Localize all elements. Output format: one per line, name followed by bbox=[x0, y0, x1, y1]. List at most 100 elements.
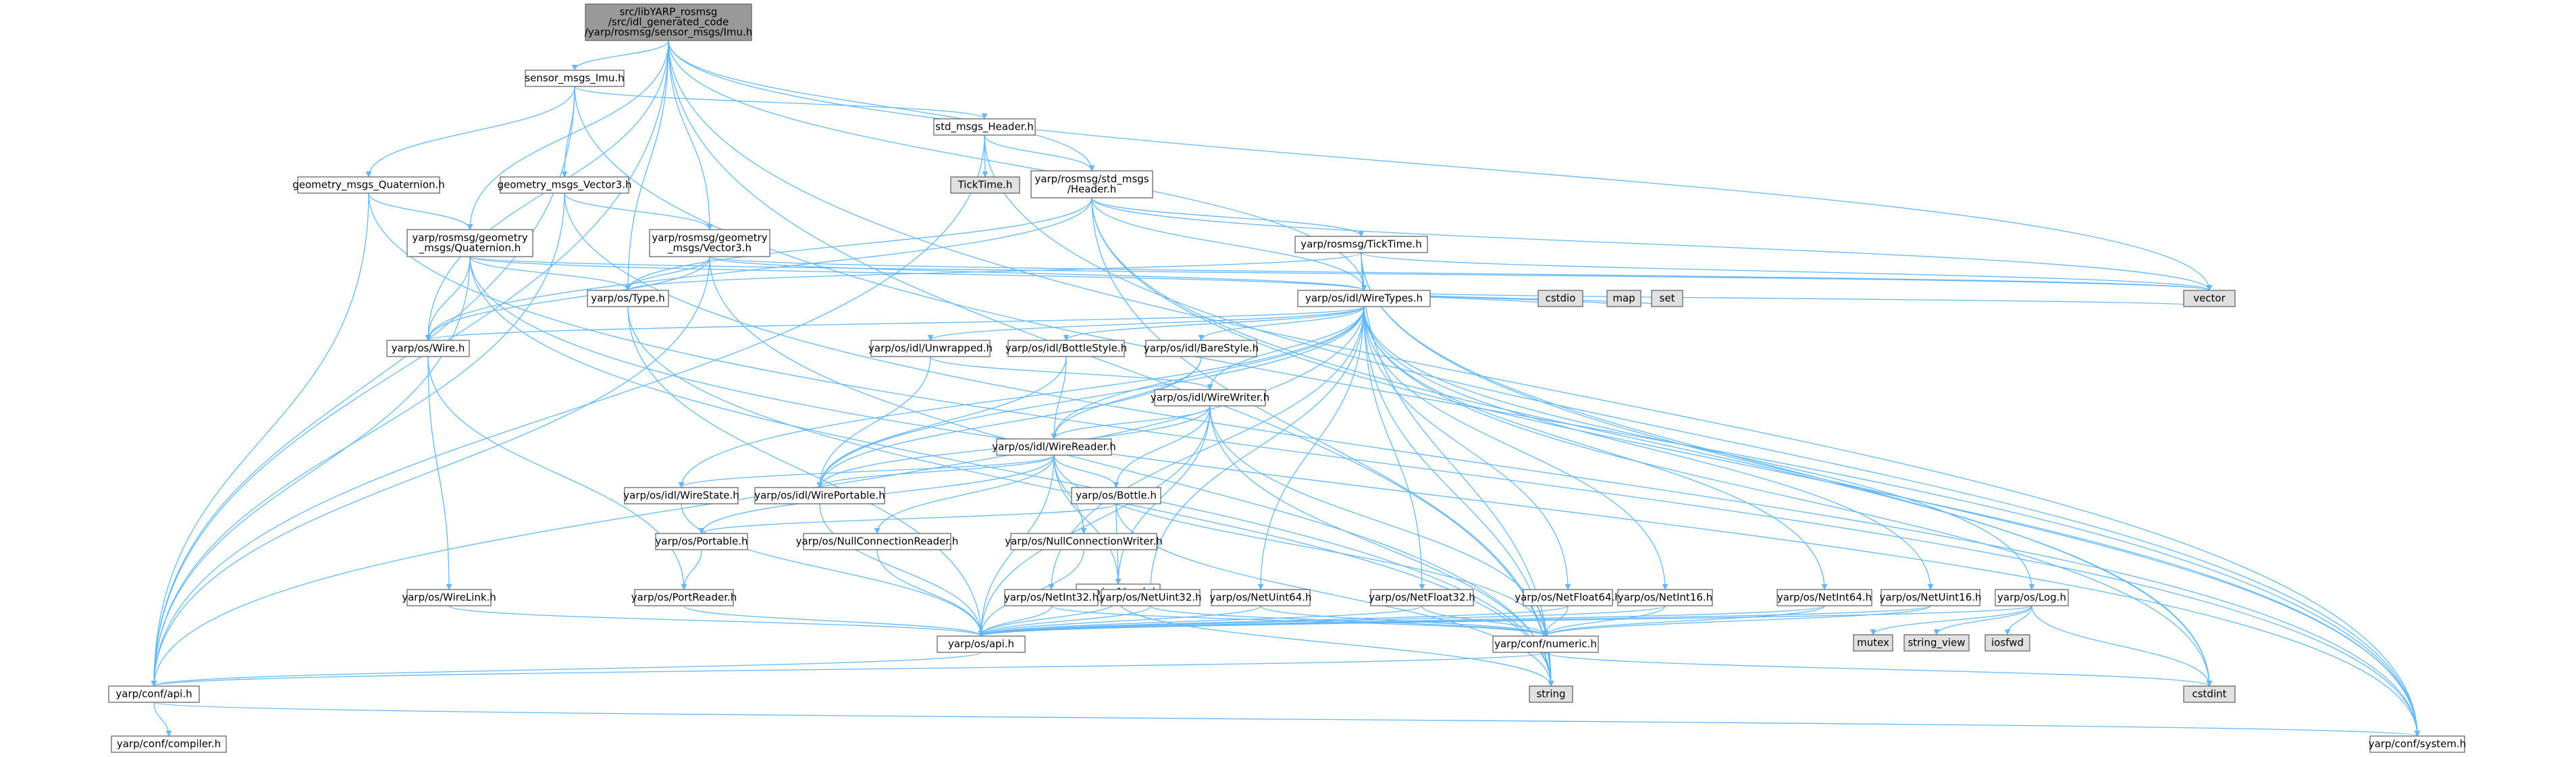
node-os_idl_barestyle[interactable]: yarp/os/idl/BareStyle.h bbox=[1144, 340, 1259, 357]
node-os_api[interactable]: yarp/os/api.h bbox=[937, 635, 1026, 653]
node-os_type[interactable]: yarp/os/Type.h bbox=[587, 290, 669, 307]
edge-os_netuint64-to-os_api bbox=[978, 605, 1261, 637]
node-label: yarp/os/idl/Unwrapped.h bbox=[868, 342, 993, 355]
node-box bbox=[2183, 685, 2236, 703]
edge-conf_api-to-conf_system bbox=[153, 702, 2420, 737]
edge-rosmsg_std_msgs_header-to-os_type bbox=[625, 197, 1093, 291]
node-box bbox=[406, 589, 492, 606]
edge-rosmsg_geometry_vector3-to-os_type bbox=[625, 256, 710, 291]
node-box bbox=[1030, 170, 1153, 199]
node-os_wire[interactable]: yarp/os/Wire.h bbox=[386, 340, 470, 357]
edge-os_idl_wiretypes-to-os_netint64 bbox=[1363, 306, 1828, 590]
edge-conf_api-to-conf_compiler bbox=[153, 702, 172, 737]
edge-os_netuint32-to-os_api bbox=[978, 605, 1151, 637]
edge-os_idl_wiretypes-to-os_idl_wireportable bbox=[816, 306, 1365, 488]
node-label: yarp/os/NetFloat32.h bbox=[1369, 592, 1475, 604]
node-os_bottle[interactable]: yarp/os/Bottle.h bbox=[1071, 487, 1161, 504]
node-os_netint32[interactable]: yarp/os/NetInt32.h bbox=[1004, 589, 1099, 606]
edge-rosmsg_std_msgs_header-to-rosmsg_ticktime bbox=[1091, 197, 1365, 237]
node-os_nullconnectionwriter[interactable]: yarp/os/NullConnectionWriter.h bbox=[1005, 533, 1163, 550]
node-box bbox=[754, 487, 885, 504]
node-os_netuint64[interactable]: yarp/os/NetUint64.h bbox=[1209, 589, 1312, 606]
edge-rosmsg_geometry_vector3-to-vector bbox=[709, 256, 2212, 291]
nodes-layer: src/libYARP_rosmsg/src/idl_generated_cod… bbox=[108, 3, 2467, 753]
node-box bbox=[297, 176, 440, 194]
node-os_idl_wirereader[interactable]: yarp/os/idl/WireReader.h bbox=[992, 438, 1116, 456]
node-box bbox=[1881, 589, 1980, 606]
edge-os_log-to-iosfwd bbox=[2004, 605, 2032, 635]
node-box bbox=[386, 340, 470, 357]
node-conf_numeric[interactable]: yarp/conf/numeric.h bbox=[1492, 635, 1599, 653]
node-box bbox=[1101, 589, 1201, 606]
node-os_idl_unwrapped[interactable]: yarp/os/idl/Unwrapped.h bbox=[868, 340, 993, 357]
node-conf_system[interactable]: yarp/conf/system.h bbox=[2369, 735, 2467, 753]
node-conf_compiler[interactable]: yarp/conf/compiler.h bbox=[111, 735, 227, 753]
node-box bbox=[2369, 735, 2465, 753]
node-os_portreader[interactable]: yarp/os/PortReader.h bbox=[631, 589, 737, 606]
node-os_netfloat64[interactable]: yarp/os/NetFloat64.h bbox=[1515, 589, 1621, 606]
edge-os_idl_wirereader-to-os_bottle bbox=[1053, 454, 1120, 488]
edge-conf_numeric-to-string bbox=[1545, 652, 1554, 687]
node-label: _msgs/Quaternion.h bbox=[419, 242, 521, 255]
edge-std_msgs_header-to-conf_system bbox=[984, 134, 2421, 737]
node-os_netuint16[interactable]: yarp/os/NetUint16.h bbox=[1879, 589, 1982, 606]
node-os_idl_wirewriter[interactable]: yarp/os/idl/WireWriter.h bbox=[1151, 389, 1269, 407]
edge-os_portable-to-os_portreader bbox=[681, 549, 702, 590]
node-box bbox=[2183, 290, 2236, 307]
edge-sensor_msgs_imu-to-geometry_msgs_vector3 bbox=[561, 86, 575, 178]
edge-std_msgs_header-to-conf_api bbox=[151, 134, 985, 687]
node-label: TickTime.h bbox=[957, 179, 1013, 191]
edge-rosmsg_ticktime-to-conf_system bbox=[1361, 252, 2421, 737]
edge-rosmsg_geometry_quaternion-to-string bbox=[469, 256, 1554, 687]
node-rosmsg_geometry_vector3[interactable]: yarp/rosmsg/geometry_msgs/Vector3.h bbox=[649, 229, 770, 257]
edge-rosmsg_std_msgs_header-to-string bbox=[1091, 197, 1554, 687]
node-os_idl_bottlestyle[interactable]: yarp/os/idl/BottleStyle.h bbox=[1005, 340, 1127, 357]
edge-os_log-to-os_api bbox=[978, 605, 2032, 637]
edge-os_idl_wireportable-to-os_api bbox=[819, 503, 984, 637]
node-label: cstdint bbox=[2192, 688, 2226, 700]
node-os_idl_wireportable[interactable]: yarp/os/idl/WirePortable.h bbox=[754, 487, 885, 504]
node-box bbox=[649, 229, 770, 257]
edge-rosmsg_geometry_quaternion-to-os_type bbox=[469, 256, 631, 291]
node-geometry_msgs_quaternion[interactable]: geometry_msgs_Quaternion.h bbox=[292, 176, 445, 194]
node-os_netfloat32[interactable]: yarp/os/NetFloat32.h bbox=[1369, 589, 1475, 606]
node-geometry_msgs_vector3[interactable]: geometry_msgs_Vector3.h bbox=[497, 176, 632, 194]
node-cstdint: cstdint bbox=[2183, 685, 2236, 703]
edge-rosmsg_std_msgs_header-to-vector bbox=[1091, 197, 2213, 291]
node-box bbox=[1617, 589, 1713, 606]
node-label: mutex bbox=[1857, 637, 1889, 649]
node-box bbox=[634, 589, 734, 606]
node-os_netint16[interactable]: yarp/os/NetInt16.h bbox=[1617, 589, 1713, 606]
edge-os_idl_wirewriter-to-os_idl_wirereader bbox=[1051, 405, 1211, 440]
node-label: yarp/os/idl/WireReader.h bbox=[992, 441, 1116, 453]
node-rosmsg_std_msgs_header[interactable]: yarp/rosmsg/std_msgs/Header.h bbox=[1030, 170, 1153, 199]
node-rosmsg_geometry_quaternion[interactable]: yarp/rosmsg/geometry_msgs/Quaternion.h bbox=[406, 229, 533, 257]
node-os_nullconnectionreader[interactable]: yarp/os/NullConnectionReader.h bbox=[796, 533, 959, 550]
node-os_netuint32[interactable]: yarp/os/NetUint32.h bbox=[1099, 589, 1202, 606]
edge-os_idl_wirestate-to-os_api bbox=[681, 503, 984, 637]
edge-rosmsg_ticktime-to-vector bbox=[1361, 252, 2213, 291]
node-box bbox=[1145, 340, 1257, 357]
node-os_idl_wiretypes[interactable]: yarp/os/idl/WireTypes.h bbox=[1297, 290, 1431, 307]
edge-os_netfloat32-to-os_api bbox=[978, 605, 1423, 637]
node-os_log[interactable]: yarp/os/Log.h bbox=[1995, 589, 2069, 606]
edge-os_idl_wiretypes-to-os_netfloat64 bbox=[1363, 306, 1571, 590]
node-set: set bbox=[1651, 290, 1683, 307]
edge-os_bottle-to-os_portable bbox=[698, 503, 1117, 534]
edge-os_idl_wiretypes-to-os_netint16 bbox=[1363, 306, 1668, 590]
node-os_netint64[interactable]: yarp/os/NetInt64.h bbox=[1777, 589, 1872, 606]
node-std_msgs_header[interactable]: std_msgs_Header.h bbox=[933, 118, 1036, 136]
node-label: std_msgs_Header.h bbox=[935, 121, 1034, 134]
node-os_portable[interactable]: yarp/os/Portable.h bbox=[655, 533, 748, 550]
node-label: yarp/os/idl/BottleStyle.h bbox=[1005, 342, 1127, 355]
node-box bbox=[1523, 589, 1613, 606]
node-conf_api[interactable]: yarp/conf/api.h bbox=[108, 685, 200, 703]
node-os_wirelink[interactable]: yarp/os/WireLink.h bbox=[402, 589, 496, 606]
edge-os_log-to-string_view bbox=[1933, 605, 2032, 635]
edge-os_log-to-cstdint bbox=[2031, 605, 2213, 687]
node-sensor_msgs_imu[interactable]: sensor_msgs_Imu.h bbox=[525, 70, 625, 87]
node-string: string bbox=[1529, 685, 1573, 703]
node-os_idl_wirestate[interactable]: yarp/os/idl/WireState.h bbox=[623, 487, 739, 504]
edge-rosmsg_geometry_quaternion-to-conf_api bbox=[151, 256, 471, 687]
node-rosmsg_ticktime[interactable]: yarp/rosmsg/TickTime.h bbox=[1294, 236, 1428, 253]
